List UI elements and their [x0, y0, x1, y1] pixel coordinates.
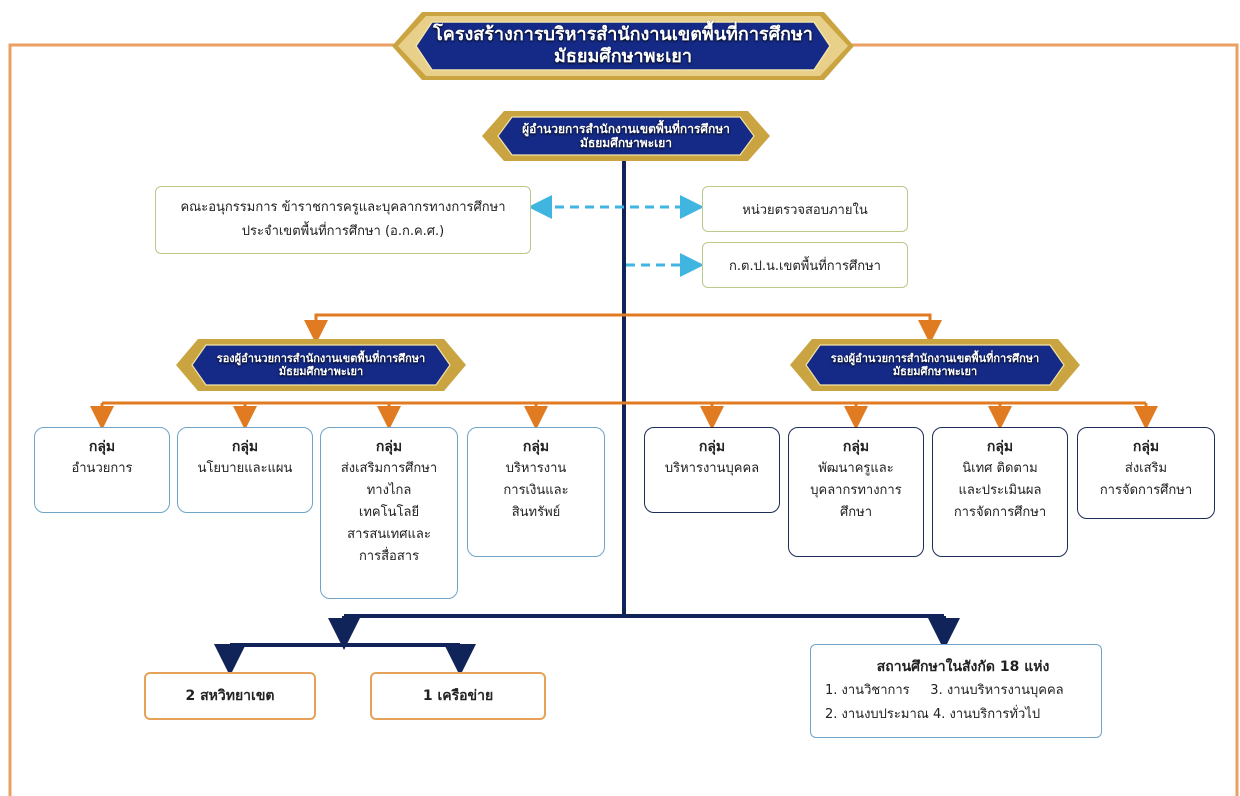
- schools-box: สถานศึกษาในสังกัด 18 แห่ง 1. งานวิชาการ …: [810, 644, 1102, 738]
- group-line: บริหารงานบุคคล: [664, 461, 760, 476]
- deputy-left-line1: รองผู้อำนวยการสำนักงานเขตพื้นที่การศึกษา: [216, 351, 426, 365]
- group-line: นโยบายและแผน: [197, 461, 293, 476]
- ornament-frame-icon: [176, 339, 466, 391]
- sahawitthaya-box: 2 สหวิทยาเขต: [144, 672, 316, 720]
- group-box: กลุ่มบริหารงานการเงินและสินทรัพย์: [467, 427, 605, 557]
- committee-line1: คณะอนุกรรมการ ข้าราชการครูและบุคลากรทางก…: [180, 200, 506, 215]
- group-heading: กลุ่ม: [231, 439, 259, 455]
- group-line: ศึกษา: [840, 505, 872, 520]
- group-box: กลุ่มนิเทศ ติดตามและประเมินผลการจัดการศึ…: [932, 427, 1068, 557]
- group-heading: กลุ่ม: [522, 439, 550, 455]
- header-title-line1: โครงสร้างการบริหารสำนักงานเขตพื้นที่การศ…: [433, 24, 813, 46]
- deputy-banner-right: รองผู้อำนวยการสำนักงานเขตพื้นที่การศึกษา…: [790, 336, 1080, 394]
- director-banner: ผู้อำนวยการสำนักงานเขตพื้นที่การศึกษา มั…: [482, 108, 770, 164]
- group-line: บริหารงาน: [505, 461, 567, 476]
- ornament-frame-icon: [790, 339, 1080, 391]
- group-line: และประเมินผล: [958, 483, 1042, 498]
- group-heading: กลุ่ม: [1132, 439, 1160, 455]
- ktpn-label: ก.ต.ป.น.เขตพื้นที่การศึกษา: [729, 258, 881, 274]
- group-heading: กลุ่ม: [842, 439, 870, 455]
- group-heading: กลุ่ม: [88, 439, 116, 455]
- network-box: 1 เครือข่าย: [370, 672, 546, 720]
- group-box: กลุ่มส่งเสริมการจัดการศึกษา: [1077, 427, 1215, 519]
- group-line: ส่งเสริม: [1124, 461, 1168, 476]
- ornament-frame-icon: [392, 12, 854, 80]
- director-title-line2: มัธยมศึกษาพะเยา: [580, 136, 672, 150]
- ktpn-box: ก.ต.ป.น.เขตพื้นที่การศึกษา: [702, 242, 908, 288]
- internal-audit-box: หน่วยตรวจสอบภายใน: [702, 186, 908, 232]
- network-label: 1 เครือข่าย: [422, 688, 494, 704]
- group-heading: กลุ่ม: [698, 439, 726, 455]
- sahawitthaya-label: 2 สหวิทยาเขต: [185, 688, 275, 704]
- group-box: กลุ่มพัฒนาครูและบุคลากรทางการศึกษา: [788, 427, 924, 557]
- deputy-right-line1: รองผู้อำนวยการสำนักงานเขตพื้นที่การศึกษา: [830, 351, 1040, 365]
- group-line: บุคลากรทางการ: [810, 483, 902, 498]
- group-line: ทางไกล: [366, 483, 412, 498]
- group-line: นิเทศ ติดตาม: [962, 461, 1038, 476]
- schools-row2: 2. งานงบประมาณ 4. งานบริการทั่วไป: [825, 707, 1041, 722]
- schools-row1: 1. งานวิชาการ 3. งานบริหารงานบุคคล: [825, 683, 1064, 698]
- group-heading: กลุ่ม: [986, 439, 1014, 455]
- group-line: การจัดการศึกษา: [953, 505, 1047, 520]
- schools-title: สถานศึกษาในสังกัด 18 แห่ง: [876, 659, 1050, 675]
- group-line: พัฒนาครูและ: [818, 461, 894, 476]
- group-line: เทคโนโลยี: [358, 505, 420, 520]
- group-line: ส่งเสริมการศึกษา: [340, 461, 438, 476]
- committee-box: คณะอนุกรรมการ ข้าราชการครูและบุคลากรทางก…: [155, 186, 531, 254]
- group-line: สินทรัพย์: [511, 505, 561, 520]
- deputy-right-line2: มัธยมศึกษาพะเยา: [892, 365, 978, 378]
- header-banner: โครงสร้างการบริหารสำนักงานเขตพื้นที่การศ…: [392, 8, 854, 84]
- committee-line2: ประจำเขตพื้นที่การศึกษา (อ.ก.ค.ศ.): [241, 224, 445, 239]
- group-box: กลุ่มอำนวยการ: [34, 427, 170, 513]
- group-heading: กลุ่ม: [375, 439, 403, 455]
- deputy-left-line2: มัธยมศึกษาพะเยา: [278, 365, 364, 378]
- group-line: อำนวยการ: [71, 461, 133, 476]
- header-title-line2: มัธยมศึกษาพะเยา: [554, 46, 692, 67]
- ornament-frame-icon: [482, 111, 770, 161]
- director-title-line1: ผู้อำนวยการสำนักงานเขตพื้นที่การศึกษา: [522, 121, 730, 136]
- group-box: กลุ่มนโยบายและแผน: [177, 427, 313, 513]
- group-box: กลุ่มบริหารงานบุคคล: [644, 427, 780, 513]
- group-line: การจัดการศึกษา: [1099, 483, 1193, 498]
- group-line: สารสนเทศและ: [347, 527, 431, 542]
- group-line: การเงินและ: [503, 483, 569, 498]
- group-line: การสื่อสาร: [358, 549, 420, 564]
- deputy-banner-left: รองผู้อำนวยการสำนักงานเขตพื้นที่การศึกษา…: [176, 336, 466, 394]
- outer-frame: [8, 43, 1239, 796]
- internal-audit-label: หน่วยตรวจสอบภายใน: [742, 202, 868, 218]
- group-box: กลุ่มส่งเสริมการศึกษาทางไกลเทคโนโลยีสารส…: [320, 427, 458, 599]
